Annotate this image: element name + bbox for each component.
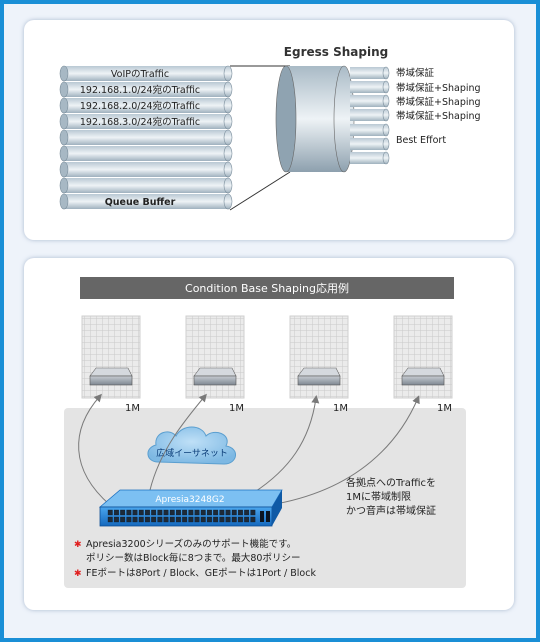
queue-row-label: 192.168.3.0/24宛のTraffic	[80, 116, 200, 128]
shaping-pipes	[350, 66, 390, 165]
bandwidth-label: 1M	[125, 403, 140, 414]
queue-row: 192.168.1.0/24宛のTraffic	[59, 81, 233, 98]
branch-site: 1M	[393, 315, 453, 414]
queue-row: 192.168.2.0/24宛のTraffic	[59, 97, 233, 114]
shaping-pipe	[350, 123, 390, 137]
note-line-2: 1Mに帯域制限	[346, 490, 411, 503]
example-title-bar	[80, 277, 454, 299]
shaping-label: 帯域保証	[396, 67, 435, 79]
queue-buffer: VoIPのTraffic 192.168.1.0/24宛のTraffic 192.1…	[59, 65, 233, 210]
wan-cloud-label: 広域イーサネット	[156, 447, 228, 459]
queue-row	[59, 177, 233, 194]
footnote-bullet-1: ✱	[74, 540, 82, 550]
switch-device	[98, 489, 283, 527]
branch-site: 1M	[81, 315, 141, 414]
queue-row-label: Queue Buffer	[105, 197, 176, 208]
queue-row-label: 192.168.2.0/24宛のTraffic	[80, 100, 200, 112]
shaping-pipe	[350, 80, 390, 94]
shaping-pipe	[350, 66, 390, 80]
note-line-3: かつ音声は帯域保証	[346, 504, 436, 517]
shaping-pipe	[350, 151, 390, 165]
wan-cloud	[147, 426, 236, 465]
branch-site: 1M	[185, 315, 245, 414]
branch-site: 1M	[289, 315, 349, 414]
shaping-pipe	[350, 137, 390, 151]
bandwidth-label: 1M	[229, 403, 244, 414]
bandwidth-label: 1M	[437, 403, 452, 414]
queue-row-label: 192.168.1.0/24宛のTraffic	[80, 84, 200, 96]
queue-row	[59, 161, 233, 178]
bandwidth-label: 1M	[333, 403, 348, 414]
queue-row	[59, 129, 233, 146]
egress-title: Egress Shaping	[284, 45, 388, 59]
shaping-label: 帯域保証+Shaping	[396, 96, 481, 108]
connector-line-bottom	[229, 171, 291, 211]
queue-row: VoIPのTraffic	[59, 65, 233, 82]
queue-row: Queue Buffer	[59, 193, 233, 210]
switch-label: Apresia3248G2	[155, 495, 224, 505]
shaping-label: Best Effort	[396, 135, 446, 146]
footnote-2: ポリシー数はBlock毎に8つまで。最大80ポリシー	[86, 552, 300, 564]
queue-row	[59, 145, 233, 162]
traffic-arrows	[78, 393, 420, 506]
shaping-pipe	[350, 94, 390, 108]
queue-row-label: VoIPのTraffic	[111, 69, 169, 80]
note-line-1: 各拠点へのTrafficを	[346, 476, 436, 489]
shaping-label: 帯域保証+Shaping	[396, 82, 481, 94]
branch-sites: 1M 1M 1M 1M	[81, 315, 453, 414]
shaping-label: 帯域保証+Shaping	[396, 110, 481, 122]
egress-cylinder	[275, 65, 355, 173]
queue-row: 192.168.3.0/24宛のTraffic	[59, 113, 233, 130]
footnote-1: Apresia3200シリーズのみのサポート機能です。	[86, 538, 296, 550]
example-title: Condition Base Shaping応用例	[185, 281, 349, 295]
footnote-3: FEポートは8Port / Block、GEポートは1Port / Block	[86, 568, 316, 579]
shaping-pipe	[350, 108, 390, 122]
footnote-bullet-2: ✱	[74, 569, 82, 579]
